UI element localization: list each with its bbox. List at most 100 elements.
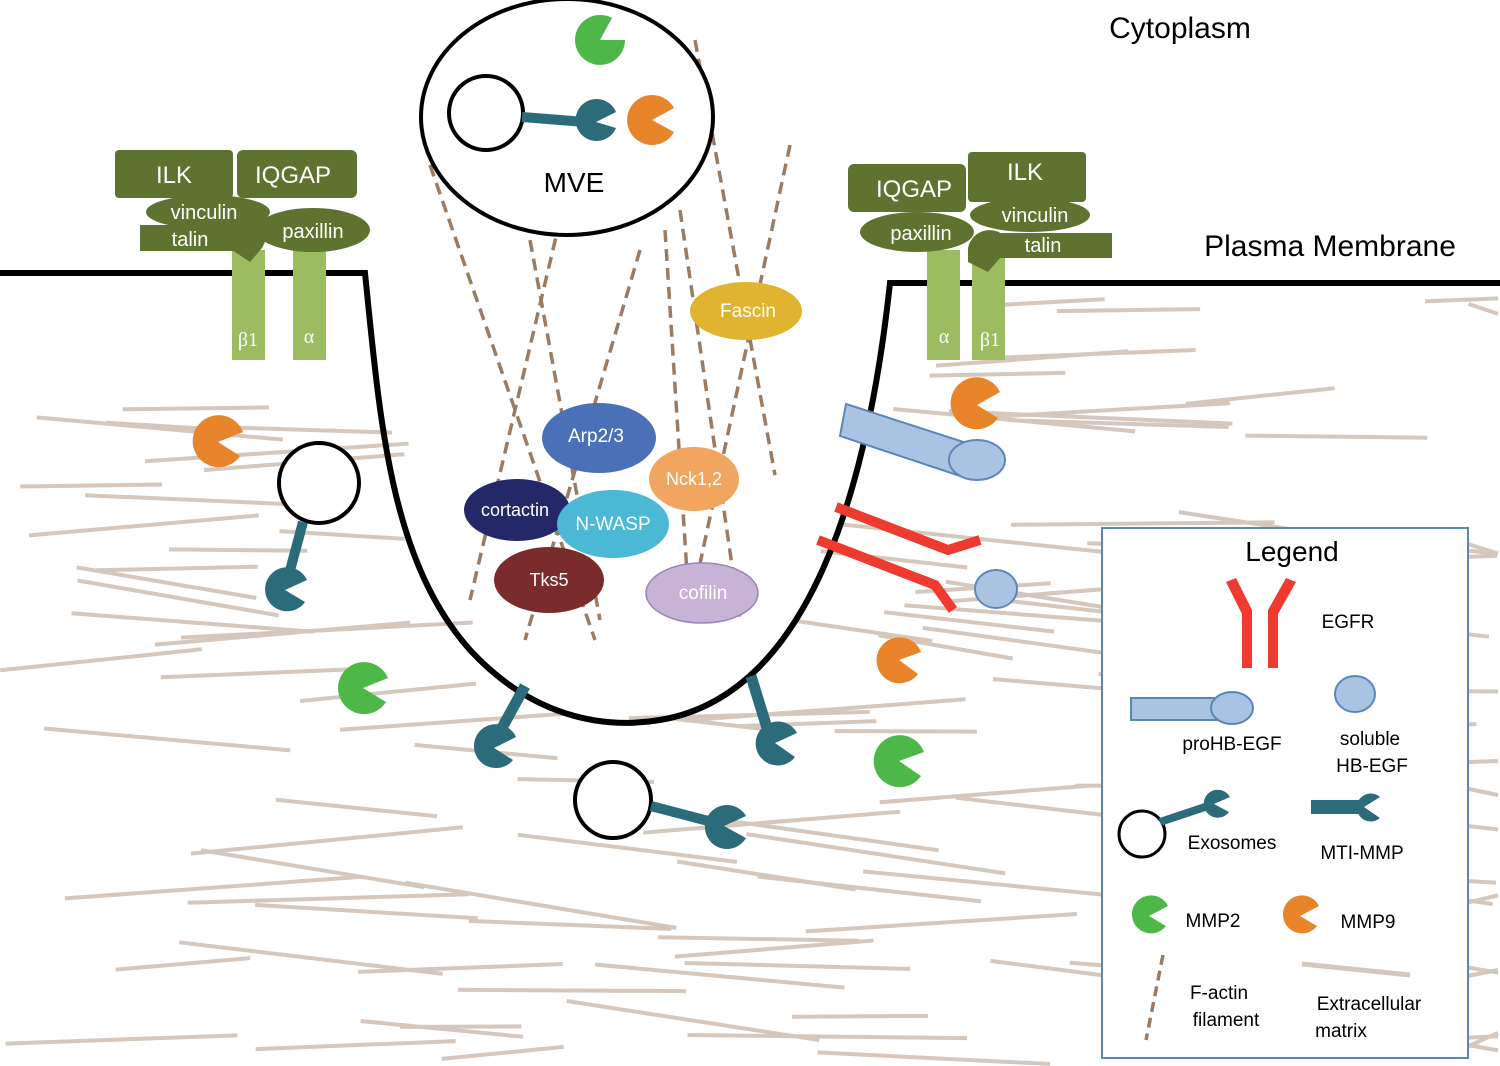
paxillin-left <box>256 208 370 252</box>
legend-ecm-label-1: Extracellular <box>1317 994 1422 1015</box>
ecm-fiber <box>1467 302 1499 316</box>
ecm-fiber <box>222 425 393 435</box>
egfr-legend-icon <box>1226 578 1296 668</box>
mve-label: MVE <box>544 167 605 198</box>
arp23 <box>542 403 656 473</box>
ecm-fiber <box>1185 386 1335 406</box>
talin-label-right: talin <box>1025 235 1062 257</box>
ecm-fiber <box>339 711 570 732</box>
integrin-alpha-right <box>927 250 960 360</box>
ecm-fiber <box>817 1050 1051 1066</box>
integrin-beta1-left <box>232 250 265 360</box>
mve: MVE <box>419 0 715 237</box>
legend-ecm-label-2: matrix <box>1315 1021 1367 1042</box>
ecm-fiber <box>674 938 874 959</box>
tks5-label: Tks5 <box>529 570 568 590</box>
ecm-fiber <box>863 869 1146 901</box>
egfr-membrane <box>816 502 982 613</box>
plasma-membrane-label: Plasma Membrane <box>1204 230 1456 263</box>
alpha-label-left: α <box>304 326 315 348</box>
prohb-egf-legend-icon <box>1130 691 1254 725</box>
legend-title: Legend <box>1245 536 1338 567</box>
ecm-fiber <box>883 610 1055 634</box>
n-wasp <box>557 490 669 558</box>
exosome-left <box>265 441 361 612</box>
ecm-fiber <box>200 848 425 890</box>
ecm-fiber <box>791 618 933 643</box>
legend-soluble-label-2: HB-EGF <box>1336 756 1408 777</box>
ecm-fiber <box>360 1019 524 1039</box>
mve-mmp9 <box>627 94 674 145</box>
membrane-mt1-mmp <box>473 674 797 769</box>
ecm-fiber <box>935 349 1129 368</box>
adhesion-complex-right: α β1 IQGAP ILK talin vinculin paxillin <box>848 152 1112 360</box>
vinculin-left <box>146 195 270 229</box>
ecm-fiber <box>1464 1030 1499 1050</box>
ecm-fiber <box>757 874 982 904</box>
mt1-mmp-head-2 <box>755 721 797 766</box>
alpha-label-right: α <box>939 326 950 348</box>
ecm-fiber <box>922 625 1125 658</box>
ecm-fiber <box>275 797 438 819</box>
mmp9-right-top <box>950 377 1000 430</box>
ecm-fiber <box>1010 520 1275 527</box>
f-actin-legend-icon <box>1144 954 1165 1041</box>
mmp2-right <box>873 735 924 788</box>
invadopodium-proteins: Fascin Arp2/3 Nck1,2 cortactin N-WASP Tk… <box>464 282 802 624</box>
mmp9-left <box>192 415 243 468</box>
ecm-fiber <box>405 880 677 930</box>
legend-factin-label-1: F-actin <box>1190 983 1248 1004</box>
ecm-fiber <box>441 1044 564 1061</box>
ecm-fiber <box>178 940 443 976</box>
paxillin-right <box>860 212 974 252</box>
ecm-fiber <box>735 719 877 729</box>
legend-exosomes-label: Exosomes <box>1188 833 1277 854</box>
beta1-label-right: β1 <box>980 329 1000 351</box>
vinculin-label-right: vinculin <box>1002 205 1069 227</box>
ecm-fiber <box>64 874 363 901</box>
ecm-fiber <box>160 667 357 680</box>
legend-box <box>1101 527 1469 1059</box>
ecm-fiber <box>955 795 1110 818</box>
ecm-legend-icon <box>1301 961 1411 978</box>
integrin-alpha-left <box>293 250 326 360</box>
ecm-fiber <box>190 825 463 856</box>
ecm-fiber <box>154 620 411 647</box>
ecm-fiber <box>929 370 1066 378</box>
ecm-fiber <box>357 962 563 974</box>
legend-mmp9-label: MMP9 <box>1341 912 1396 933</box>
fascin-label: Fascin <box>720 301 776 322</box>
ecm-fiber <box>948 409 1233 426</box>
ecm-fiber <box>468 918 672 931</box>
ecm-fiber <box>893 407 1136 434</box>
talin-label-left: talin <box>172 229 209 251</box>
vinculin-right <box>970 198 1090 232</box>
mve-mt1-mmp-head <box>575 99 616 141</box>
cortactin-label: cortactin <box>481 500 549 520</box>
fascin <box>690 282 802 340</box>
ilk-label-right: ILK <box>1007 159 1043 186</box>
ecm-fiber <box>879 783 1088 805</box>
ecm-fiber <box>255 1039 456 1052</box>
iqgap-label-left: IQGAP <box>255 162 331 189</box>
iqgap-right <box>848 164 966 212</box>
ecm-fiber <box>792 1013 929 1019</box>
ecm-fiber <box>805 912 1078 934</box>
ecm-fiber <box>458 987 687 994</box>
ecm-fiber <box>187 892 469 905</box>
ecm-fiber <box>0 647 202 673</box>
cortactin <box>464 479 570 541</box>
legend-prohbegf-label: proHB-EGF <box>1182 734 1281 755</box>
ilk-label-left: ILK <box>156 162 192 189</box>
cofilin <box>645 562 759 624</box>
ecm-fiber <box>76 565 257 600</box>
tks5 <box>494 547 604 613</box>
mmp2-legend-icon <box>1131 895 1168 934</box>
mmp9-legend-icon <box>1282 895 1319 934</box>
ecm-fiber <box>746 832 1006 876</box>
ecm-fiber <box>687 1033 968 1041</box>
ecm-fiber <box>684 697 966 723</box>
paxillin-label-right: paxillin <box>890 223 951 245</box>
ecm-fiber <box>5 1033 238 1046</box>
ecm-fiber <box>115 956 251 972</box>
